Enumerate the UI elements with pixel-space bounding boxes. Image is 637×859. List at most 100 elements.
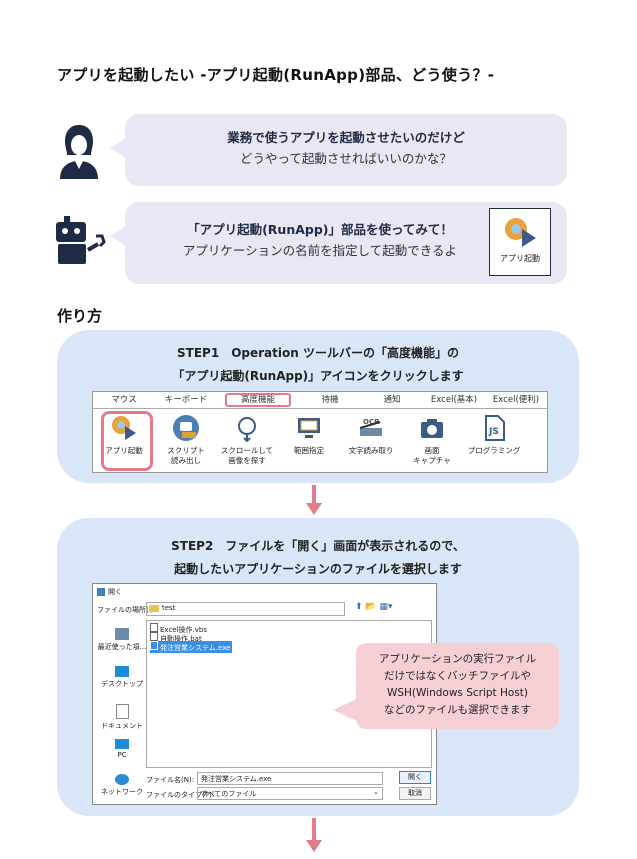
svg-text:OCR: OCR <box>363 418 380 426</box>
tool-label: プログラミング <box>467 446 521 455</box>
place-desktop[interactable]: デスクトップ <box>97 666 147 689</box>
callout-line-2: だけではなくバッチファイルや <box>384 670 531 682</box>
answer-text: 「アプリ起動(RunApp)」部品を使ってみて！ アプリケーションの名前を指定し… <box>160 219 480 261</box>
filename-input[interactable]: 発注営業システム.exe <box>197 772 383 785</box>
arrow-down-head <box>306 503 322 515</box>
speech-bubble-question <box>125 114 567 186</box>
chevron-down-icon: ⌄ <box>373 788 379 796</box>
step2-line-2: 起動したいアプリケーションのファイルを選択します <box>174 562 462 576</box>
step2-text: STEP2 ファイルを「開く」画面が表示されるので、 起動したいアプリケーション… <box>57 535 579 581</box>
tab-advanced[interactable]: 高度機能 <box>225 393 291 407</box>
tab-excel-util[interactable]: Excel(便利) <box>492 395 540 405</box>
desktop-icon <box>115 666 129 677</box>
tab-notify[interactable]: 通知 <box>383 395 401 405</box>
callout-line-1: アプリケーションの実行ファイル <box>378 653 537 665</box>
filetype-select[interactable]: すべてのファイル ⌄ <box>197 787 383 800</box>
file-name: 自動操作.bat <box>160 635 202 643</box>
vbs-file-icon <box>150 623 158 632</box>
filename-label: ファイル名(N): <box>146 776 195 784</box>
tool-label: 範囲指定 <box>294 446 324 455</box>
location-label: ファイルの場所(I): <box>97 606 156 614</box>
file-name: Excel操作.vbs <box>160 626 208 634</box>
gear-play-icon <box>505 218 536 247</box>
callout-tail <box>333 698 359 722</box>
dialog-title-text: 開く <box>108 588 122 596</box>
page-title: アプリを起動したい -アプリ起動(RunApp)部品、どう使う？- <box>57 66 495 84</box>
tool-script[interactable]: スクリプト読み出し <box>156 414 216 466</box>
answer-line-1: 「アプリ起動(RunApp)」部品を使ってみて！ <box>187 222 453 237</box>
step1-line-2: 「アプリ起動(RunApp)」アイコンをクリックします <box>172 369 464 383</box>
ocr-scanner-icon: OCR <box>357 414 385 442</box>
camera-icon <box>418 414 446 442</box>
tool-label: スクリプト読み出し <box>167 446 205 465</box>
file-item-selected[interactable]: 発注営業システム.exe <box>150 641 233 653</box>
question-line-2: どうやって起動させればいいのかな？ <box>240 151 452 166</box>
file-item[interactable]: 自動操作.bat <box>150 632 202 644</box>
places-bar: 最近使った項... デスクトップ ドキュメント PC ネットワーク <box>97 620 146 798</box>
monitor-icon <box>295 414 323 442</box>
open-button[interactable]: 開く <box>399 771 431 784</box>
document-icon <box>115 704 129 719</box>
pc-icon <box>115 739 129 749</box>
tool-runapp[interactable]: アプリ起動 <box>94 414 154 456</box>
robot-avatar-icon <box>54 210 110 265</box>
tool-programming[interactable]: JS プログラミング <box>464 414 524 456</box>
place-recent[interactable]: 最近使った項... <box>97 628 147 652</box>
toolbar-tabs: マウス キーボード 高度機能 待機 通知 Excel(基本) Excel(便利) <box>93 392 547 409</box>
svg-text:JS: JS <box>488 427 499 437</box>
file-item[interactable]: Excel操作.vbs <box>150 623 207 635</box>
place-label: PC <box>117 751 127 759</box>
place-label: デスクトップ <box>101 680 143 688</box>
arrow-down <box>312 818 316 842</box>
operation-toolbar: マウス キーボード 高度機能 待機 通知 Excel(基本) Excel(便利)… <box>92 391 548 473</box>
runapp-highlight <box>101 411 153 471</box>
place-label: ネットワーク <box>101 788 143 796</box>
filename-value: 発注営業システム.exe <box>201 775 272 783</box>
place-pc[interactable]: PC <box>97 739 147 759</box>
file-name: 発注営業システム.exe <box>160 644 231 652</box>
tab-wait[interactable]: 待機 <box>321 395 339 405</box>
tool-label: スクロールして画像を探す <box>220 446 274 465</box>
runapp-icon-box: アプリ起動 <box>489 208 551 276</box>
tool-label: アプリ起動 <box>105 446 143 455</box>
tab-mouse[interactable]: マウス <box>111 395 137 405</box>
tool-capture[interactable]: 画面キャプチャ <box>402 414 462 466</box>
cancel-button[interactable]: 取消 <box>399 787 431 800</box>
dialog-title: 開く <box>97 587 122 597</box>
location-value: test <box>162 604 176 612</box>
exe-file-icon <box>150 641 158 650</box>
nav-icons[interactable]: ⬆ 📂 ▦▾ <box>355 602 393 612</box>
script-robot-icon <box>172 414 200 442</box>
callout-note: アプリケーションの実行ファイル だけではなくバッチファイルや WSH(Windo… <box>356 643 559 729</box>
location-select[interactable]: test <box>146 602 345 616</box>
runapp-icon-label: アプリ起動 <box>500 254 540 263</box>
filetype-label: ファイルのタイプ(T): <box>146 791 215 799</box>
tool-scroll-search[interactable]: スクロールして画像を探す <box>217 414 277 466</box>
place-documents[interactable]: ドキュメント <box>97 704 147 731</box>
step1-text: STEP1 Operation ツールバーの「高度機能」の 「アプリ起動(Run… <box>57 342 579 388</box>
arrow-down <box>312 485 316 503</box>
tab-excel-basic[interactable]: Excel(基本) <box>430 395 478 405</box>
tool-ocr[interactable]: OCR 文字読み取り <box>341 414 401 456</box>
question-text: 業務で使うアプリを起動させたいのだけど どうやって起動させればいいのかな？ <box>125 127 567 169</box>
tab-keyboard[interactable]: キーボード <box>164 395 208 405</box>
question-line-1: 業務で使うアプリを起動させたいのだけど <box>227 130 465 145</box>
step2-line-1: STEP2 ファイルを「開く」画面が表示されるので、 <box>171 539 465 553</box>
callout-line-3: WSH(Windows Script Host) <box>386 687 529 699</box>
dialog-app-icon <box>97 588 105 596</box>
place-label: ドキュメント <box>101 722 143 730</box>
person-avatar-icon <box>54 121 104 181</box>
howto-heading: 作り方 <box>57 307 103 325</box>
scroll-search-icon <box>233 414 261 443</box>
tool-range[interactable]: 範囲指定 <box>279 414 339 456</box>
answer-line-2: アプリケーションの名前を指定して起動できるよ <box>182 243 458 258</box>
network-icon <box>115 774 129 785</box>
bat-file-icon <box>150 632 158 641</box>
gear-play-icon <box>110 414 138 442</box>
filetype-value: すべてのファイル <box>201 790 257 798</box>
js-file-icon: JS <box>480 414 508 442</box>
place-network[interactable]: ネットワーク <box>97 774 147 797</box>
tool-label: 画面キャプチャ <box>413 446 451 465</box>
recent-icon <box>115 628 129 640</box>
place-label: 最近使った項... <box>97 643 147 651</box>
